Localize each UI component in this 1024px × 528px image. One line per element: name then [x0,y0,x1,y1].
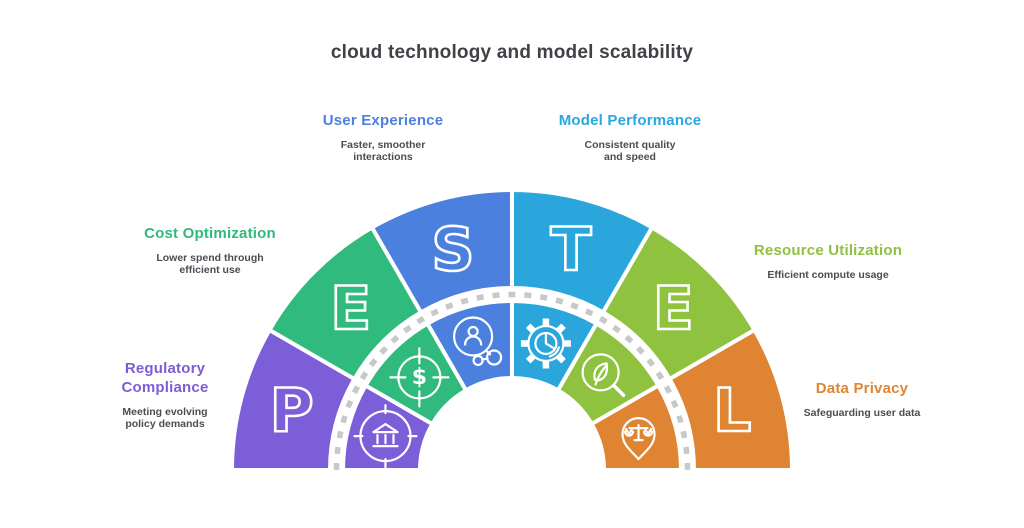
label-subtitle: Faster, smoother interactions [340,138,426,164]
label-heading: Data Privacy [815,380,909,397]
segment-outer-L-5 [667,328,794,472]
bank-target-icon [353,403,418,469]
segment-letter-E: E [330,274,371,344]
leaf-magnifier-icon [581,353,626,398]
segment-letter-S: S [431,215,474,285]
segment-letter-L: L [713,376,751,446]
label-model-performance: Model Performance Consistent quality and… [535,112,725,164]
dashed-track [333,291,691,471]
label-subtitle: Consistent quality and speed [584,138,676,164]
label-user-experience: User Experience Faster, smoother interac… [293,112,473,164]
label-heading: Regulatory Compliance [121,360,209,396]
label-heading: Model Performance [558,112,702,129]
segment-letter-E: E [653,274,694,344]
scales-pin-icon [621,416,656,461]
svg-text:$: $ [412,365,427,390]
label-cost-optimization: Cost Optimization Lower spend through ef… [120,225,300,277]
label-heading: Resource Utilization [753,242,903,259]
label-regulatory-compliance: Regulatory Compliance Meeting evolving p… [103,360,227,431]
segment-letter-T: T [551,215,592,285]
label-subtitle: Efficient compute usage [767,268,889,281]
page-title: cloud technology and model scalability [330,42,694,63]
dollar-target-icon: $ [389,347,450,408]
label-heading: Cost Optimization [144,225,276,242]
label-data-privacy: Data Privacy Safeguarding user data [772,380,952,419]
label-heading: User Experience [322,112,444,129]
label-subtitle: Meeting evolving policy demands [122,405,208,431]
segment-letter-P: P [270,376,314,446]
gear-pie-icon [520,318,571,369]
label-subtitle: Lower spend through efficient use [156,251,264,277]
user-network-icon [452,316,503,367]
label-subtitle: Safeguarding user data [803,406,921,419]
label-resource-utilization: Resource Utilization Efficient compute u… [728,242,928,281]
